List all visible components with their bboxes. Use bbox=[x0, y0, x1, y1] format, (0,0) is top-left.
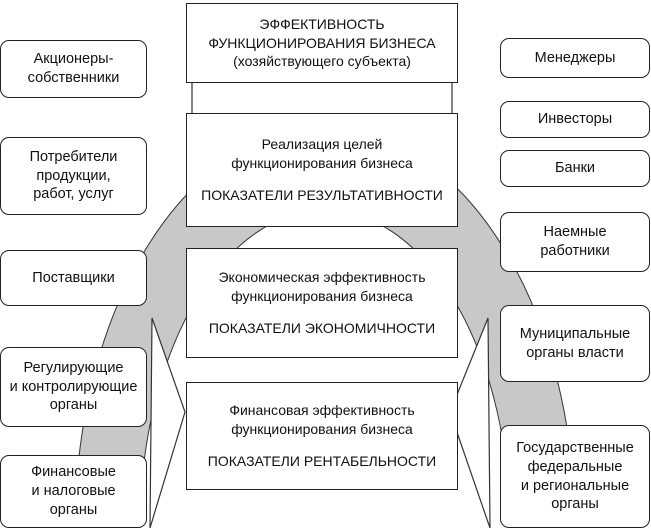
center-title-line2: ФУНКЦИОНИРОВАНИЯ БИЗНЕСА bbox=[208, 34, 436, 51]
right-funnel bbox=[449, 317, 491, 528]
result-kpi: ПОКАЗАТЕЛИ РЕЗУЛЬТАТИВНОСТИ bbox=[201, 187, 443, 204]
center-title-box: ЭФФЕКТИВНОСТЬ ФУНКЦИОНИРОВАНИЯ БИЗНЕСА (… bbox=[186, 3, 458, 83]
stakeholder-managers: Менеджеры bbox=[500, 38, 650, 78]
center-title-line3: (хозяйствующего субъекта) bbox=[233, 53, 411, 70]
stakeholder-government: Государственные федеральные и региональн… bbox=[500, 425, 650, 528]
economic-box: Экономическая эффективность функциониров… bbox=[186, 248, 458, 358]
stakeholder-investors: Инвесторы bbox=[500, 101, 650, 138]
stakeholder-suppliers: Поставщики bbox=[0, 250, 147, 306]
left-funnel bbox=[149, 317, 186, 528]
center-title-line1: ЭФФЕКТИВНОСТЬ bbox=[259, 15, 385, 32]
stakeholder-fiscal-bodies: Финансовые и налоговые органы bbox=[0, 455, 147, 528]
stakeholder-employees: Наемные работники bbox=[500, 212, 650, 272]
stakeholder-municipal: Муниципальные органы власти bbox=[500, 305, 650, 382]
stakeholder-shareholders: Акционеры- собственники bbox=[0, 40, 147, 98]
economic-kpi: ПОКАЗАТЕЛИ ЭКОНОМИЧНОСТИ bbox=[208, 320, 436, 337]
stakeholder-consumers: Потребители продукции, работ, услуг bbox=[0, 137, 147, 215]
result-text: Реализация целей функционирования бизнес… bbox=[231, 135, 413, 171]
financial-kpi: ПОКАЗАТЕЛИ РЕНТАБЕЛЬНОСТИ bbox=[207, 453, 437, 470]
center-connector bbox=[191, 79, 453, 116]
financial-text: Финансовая эффективность функционировани… bbox=[229, 401, 415, 437]
stakeholder-regulators: Регулирующие и контролирующие органы bbox=[0, 347, 147, 427]
stakeholder-banks: Банки bbox=[500, 150, 650, 187]
result-box: Реализация целей функционирования бизнес… bbox=[186, 113, 458, 227]
economic-text: Экономическая эффективность функциониров… bbox=[218, 268, 426, 304]
financial-box: Финансовая эффективность функционировани… bbox=[186, 382, 458, 490]
